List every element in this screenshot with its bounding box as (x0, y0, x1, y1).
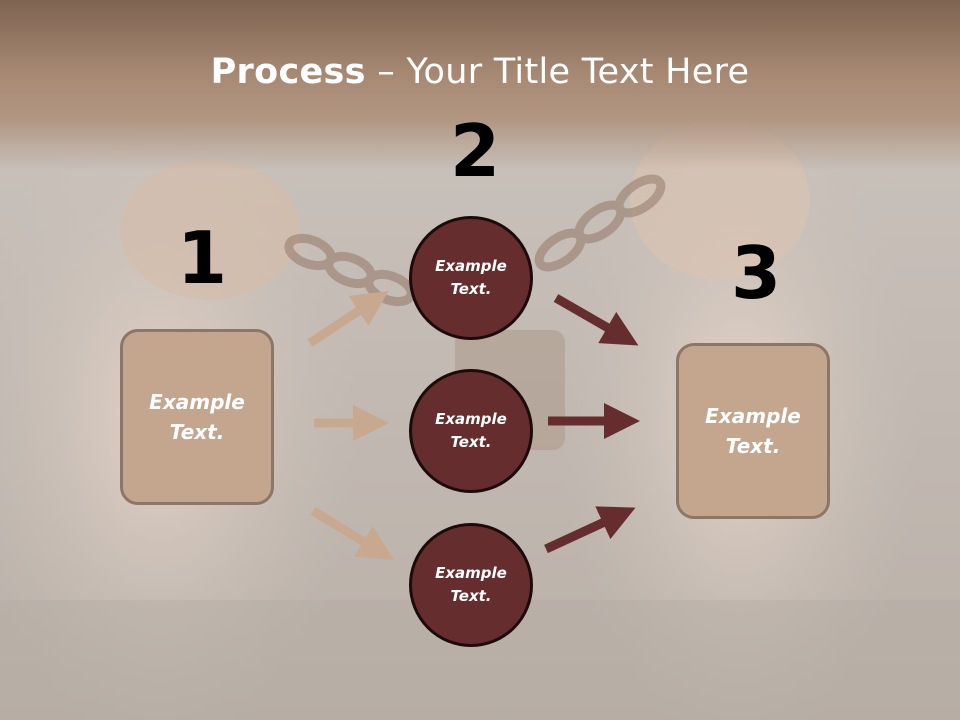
circle-middle-label: Example Text. (435, 410, 507, 451)
step-number-1: 1 (177, 216, 228, 300)
arrow-right-up (553, 294, 639, 346)
step-box-1: Example Text. (120, 329, 274, 505)
step-box-3: Example Text. (676, 343, 830, 519)
circle-bottom-label: Example Text. (435, 564, 507, 605)
title-band (0, 0, 960, 170)
step-number-2: 2 (450, 109, 501, 193)
circle-top: Example Text. (409, 216, 533, 340)
step-number-3: 3 (731, 231, 782, 315)
circle-top-label: Example Text. (435, 257, 507, 298)
step-box-1-label: Example Text. (149, 390, 245, 444)
circle-middle: Example Text. (409, 369, 533, 493)
slide-title: Process – Your Title Text Here (0, 52, 960, 92)
arrow-right-down (544, 506, 636, 554)
arrow-left-down (310, 507, 395, 560)
step-box-3-label: Example Text. (705, 404, 801, 458)
circle-bottom: Example Text. (409, 523, 533, 647)
title-rest: – Your Title Text Here (365, 52, 750, 92)
arrow-left-up (307, 291, 389, 347)
title-bold: Process (210, 52, 366, 92)
